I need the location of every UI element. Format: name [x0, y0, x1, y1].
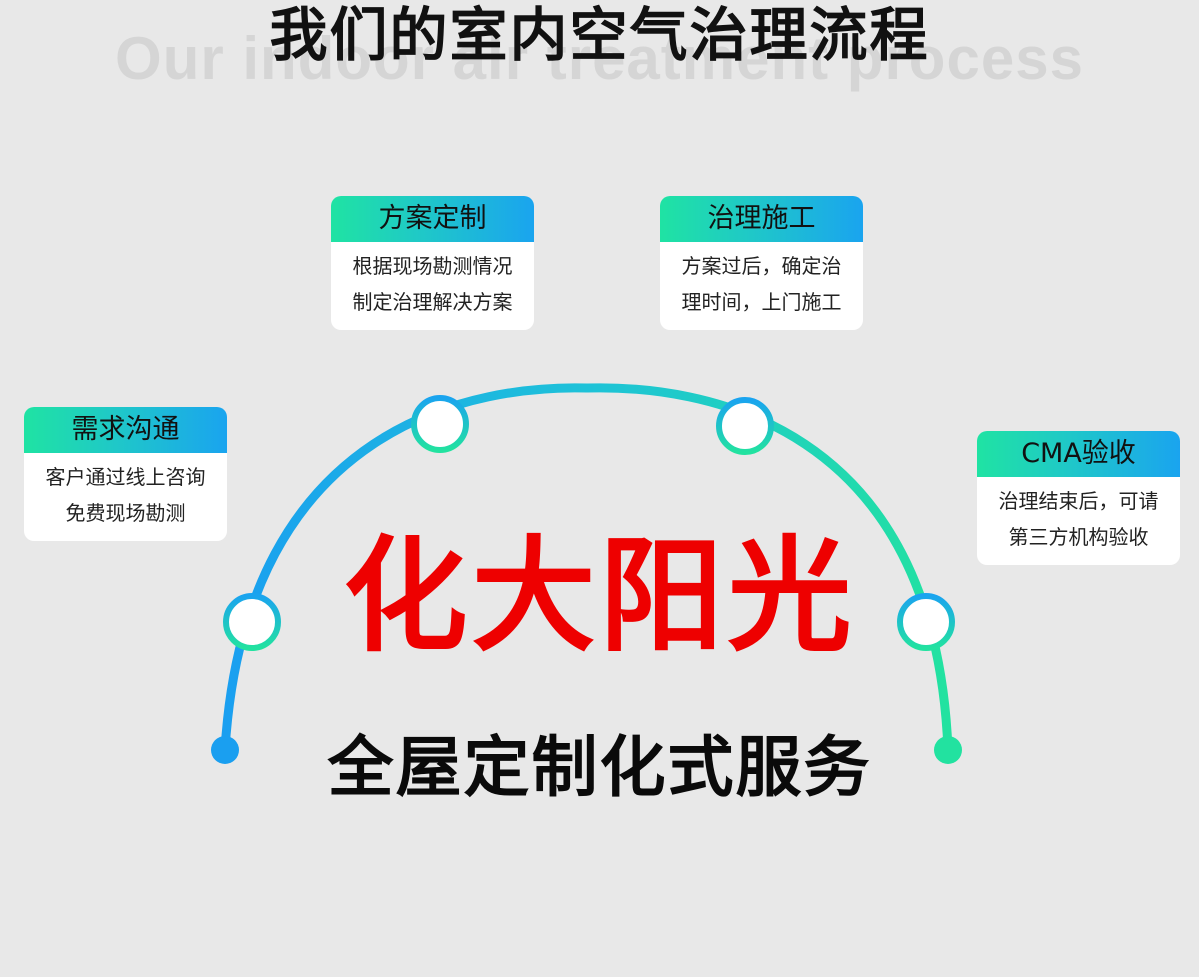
brand-name: 化大阳光 [343, 525, 856, 669]
step-description-line: 制定治理解决方案 [352, 290, 513, 314]
step-card-plan: 方案定制 根据现场勘测情况 制定治理解决方案 [331, 196, 534, 330]
background-english-title: Our indoor air treatment process [115, 25, 1084, 92]
step-description-line: 治理结束后，可请 [998, 489, 1159, 513]
arc-line [220, 383, 953, 755]
step-description-line: 第三方机构验收 [1008, 525, 1149, 549]
step-description-line: 理时间，上门施工 [681, 290, 842, 314]
step-card-acceptance: CMA验收 治理结束后，可请 第三方机构验收 [977, 431, 1180, 565]
step-node-3 [716, 397, 774, 455]
step-description: 根据现场勘测情况 制定治理解决方案 [331, 242, 534, 330]
step-description: 治理结束后，可请 第三方机构验收 [977, 477, 1180, 565]
step-description: 方案过后，确定治 理时间，上门施工 [660, 242, 863, 330]
step-node-1 [223, 593, 281, 651]
service-slogan: 全屋定制化式服务 [327, 729, 872, 806]
step-description: 客户通过线上咨询 免费现场勘测 [24, 453, 227, 541]
step-title: 治理施工 [660, 196, 863, 242]
step-description-line: 方案过后，确定治 [681, 254, 842, 278]
page-title: 我们的室内空气治理流程 [269, 1, 930, 69]
step-description-line: 客户通过线上咨询 [45, 465, 206, 489]
step-card-demand: 需求沟通 客户通过线上咨询 免费现场勘测 [24, 407, 227, 541]
step-description-line: 免费现场勘测 [65, 501, 186, 525]
step-title: CMA验收 [977, 431, 1180, 477]
step-node-2 [411, 395, 469, 453]
step-description-line: 根据现场勘测情况 [352, 254, 513, 278]
arc-end-dot-left [211, 736, 239, 764]
step-title: 方案定制 [331, 196, 534, 242]
arc-end-dot-right [934, 736, 962, 764]
step-node-4 [897, 593, 955, 651]
step-card-construction: 治理施工 方案过后，确定治 理时间，上门施工 [660, 196, 863, 330]
step-title: 需求沟通 [24, 407, 227, 453]
